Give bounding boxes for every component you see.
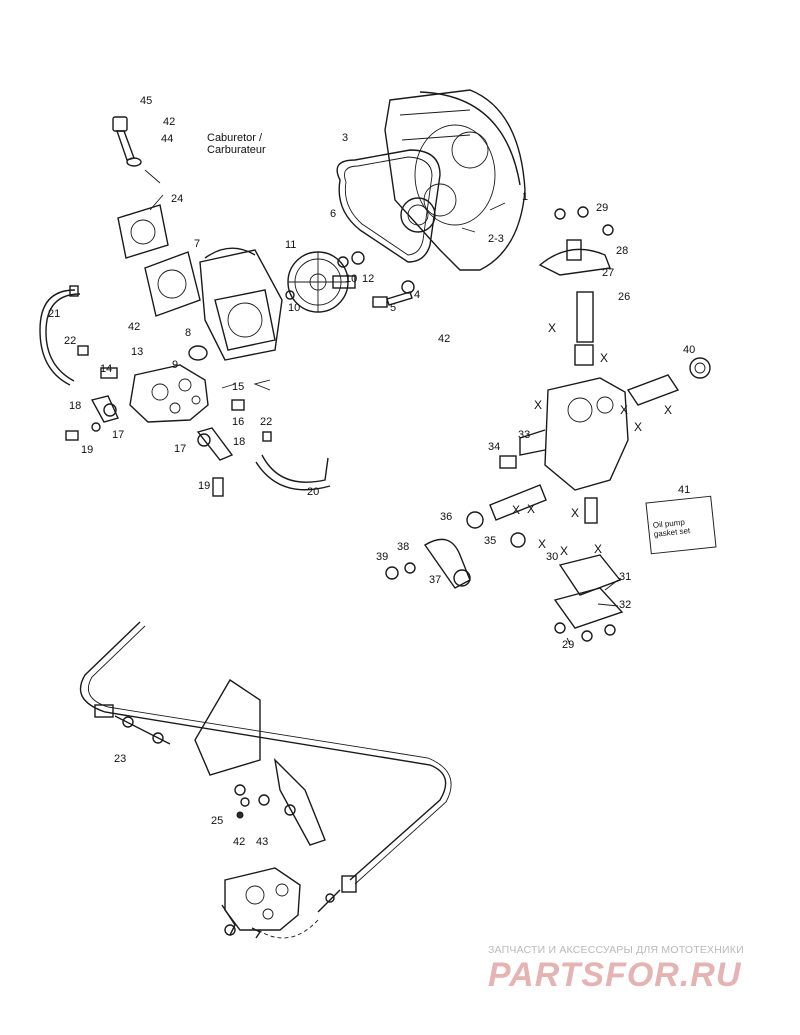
callout-33: 33 xyxy=(518,429,531,441)
callout-40: 40 xyxy=(683,344,696,356)
screw-45 xyxy=(112,116,142,167)
x-mark: X xyxy=(527,502,536,516)
callout-19a: 19 xyxy=(81,444,94,456)
callout-22b: 22 xyxy=(260,416,273,428)
callout-35: 35 xyxy=(484,535,497,547)
callout-30: 30 xyxy=(546,551,559,563)
bolt-5 xyxy=(372,291,413,308)
x-mark: X xyxy=(664,403,673,417)
callout-21: 21 xyxy=(48,308,61,320)
gasket-kit-card: Oil pump gasket set xyxy=(645,495,717,555)
callout-13: 13 xyxy=(131,346,144,358)
callout-6: 6 xyxy=(330,208,337,220)
x-mark: X xyxy=(571,506,580,520)
callout-1: 1 xyxy=(522,191,529,203)
drive-belt xyxy=(336,149,441,263)
callout-10a: 10 xyxy=(345,273,358,285)
x-mark: X xyxy=(600,351,609,365)
callout-22a: 22 xyxy=(64,335,77,347)
x-mark: X xyxy=(634,420,643,434)
callout-25: 25 xyxy=(211,815,224,827)
callout-2-3: 2-3 xyxy=(488,233,504,245)
oil-pump-right xyxy=(385,206,711,642)
callout-20: 20 xyxy=(307,486,320,498)
callout-23: 23 xyxy=(114,753,127,765)
x-mark: X xyxy=(534,398,543,412)
rotary-valve-cover xyxy=(384,89,526,271)
drive-gear xyxy=(285,251,415,313)
callout-24: 24 xyxy=(171,193,184,205)
callout-17a: 17 xyxy=(112,429,125,441)
callout-36: 36 xyxy=(440,511,453,523)
x-mark: X xyxy=(620,403,629,417)
callout-12: 12 xyxy=(362,273,375,285)
hose-20 xyxy=(255,431,331,491)
intake-manifold xyxy=(117,204,283,361)
callout-34: 34 xyxy=(488,441,501,453)
callout-11: 11 xyxy=(285,239,297,251)
oil-pump-cable xyxy=(79,621,452,913)
callout-9: 9 xyxy=(172,359,179,371)
callout-28: 28 xyxy=(616,245,629,257)
oil-pump-43 xyxy=(221,867,319,939)
callout-5: 5 xyxy=(390,302,397,314)
cable-bracket xyxy=(194,679,326,846)
callout-19b: 19 xyxy=(198,480,211,492)
callout-42d: 42 xyxy=(233,836,246,848)
callout-4: 4 xyxy=(414,289,421,301)
carburetor-note-line-2: Carburateur xyxy=(207,144,266,156)
x-mark: X xyxy=(560,544,569,558)
callout-39: 39 xyxy=(376,551,389,563)
carburetor-note: Caburetor / Carburateur xyxy=(207,132,266,156)
callout-42a: 42 xyxy=(163,116,176,128)
callout-15: 15 xyxy=(232,381,245,393)
callout-27: 27 xyxy=(602,267,615,279)
callout-29b: 29 xyxy=(562,639,575,651)
callout-26: 26 xyxy=(618,291,631,303)
callout-32: 32 xyxy=(619,599,632,611)
callout-16: 16 xyxy=(232,416,245,428)
callout-42c: 42 xyxy=(128,321,141,333)
callout-3: 3 xyxy=(342,132,349,144)
oil-pump-left xyxy=(100,345,209,423)
callout-7: 7 xyxy=(194,238,201,250)
x-mark: X xyxy=(512,503,521,517)
x-mark: X xyxy=(538,537,547,551)
banjo-fittings xyxy=(65,395,245,497)
callout-14: 14 xyxy=(100,363,113,375)
callout-37: 37 xyxy=(429,574,442,586)
callout-45: 45 xyxy=(140,95,153,107)
gasket-kit-label: Oil pump gasket set xyxy=(652,517,690,539)
callout-8: 8 xyxy=(185,327,192,339)
callout-41: 41 xyxy=(678,484,691,496)
callout-43: 43 xyxy=(256,836,269,848)
watermark-tagline: ЗАПЧАСТИ И АКСЕССУАРЫ ДЛЯ МОТОТЕХНИКИ xyxy=(488,944,744,956)
callout-10b: 10 xyxy=(288,302,301,314)
callout-31: 31 xyxy=(619,571,632,583)
carburetor-note-line-1: Caburetor / xyxy=(207,132,263,144)
oil-line-21 xyxy=(39,285,89,386)
leader-lines xyxy=(144,169,619,645)
callout-17b: 17 xyxy=(174,443,187,455)
callout-44: 44 xyxy=(161,133,174,145)
callout-42b: 42 xyxy=(438,333,451,345)
callout-18b: 18 xyxy=(233,436,246,448)
callout-18a: 18 xyxy=(69,400,82,412)
callout-29a: 29 xyxy=(596,202,609,214)
x-mark: X xyxy=(548,321,557,335)
x-mark: X xyxy=(594,542,603,556)
watermark-logo: PARTSFOR.RU xyxy=(488,956,742,994)
callout-38: 38 xyxy=(397,541,410,553)
